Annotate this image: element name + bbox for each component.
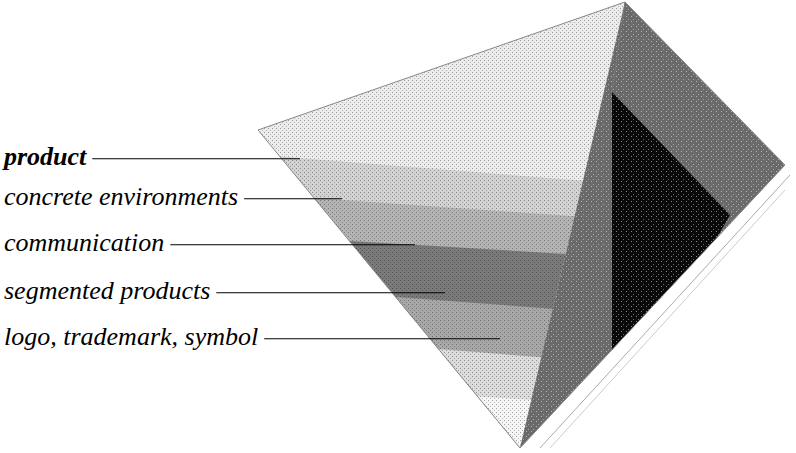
layer-label: concrete environments xyxy=(4,183,238,212)
layer-label: communication xyxy=(4,229,164,258)
leader-line xyxy=(92,158,300,159)
leader-line xyxy=(170,244,415,245)
leader-line xyxy=(244,198,342,199)
leader-line xyxy=(216,292,445,293)
layer-label: product xyxy=(4,143,86,172)
leader-line xyxy=(264,338,500,339)
layer-label: segmented products xyxy=(4,277,210,306)
layer-label: logo, trademark, symbol xyxy=(4,323,258,352)
